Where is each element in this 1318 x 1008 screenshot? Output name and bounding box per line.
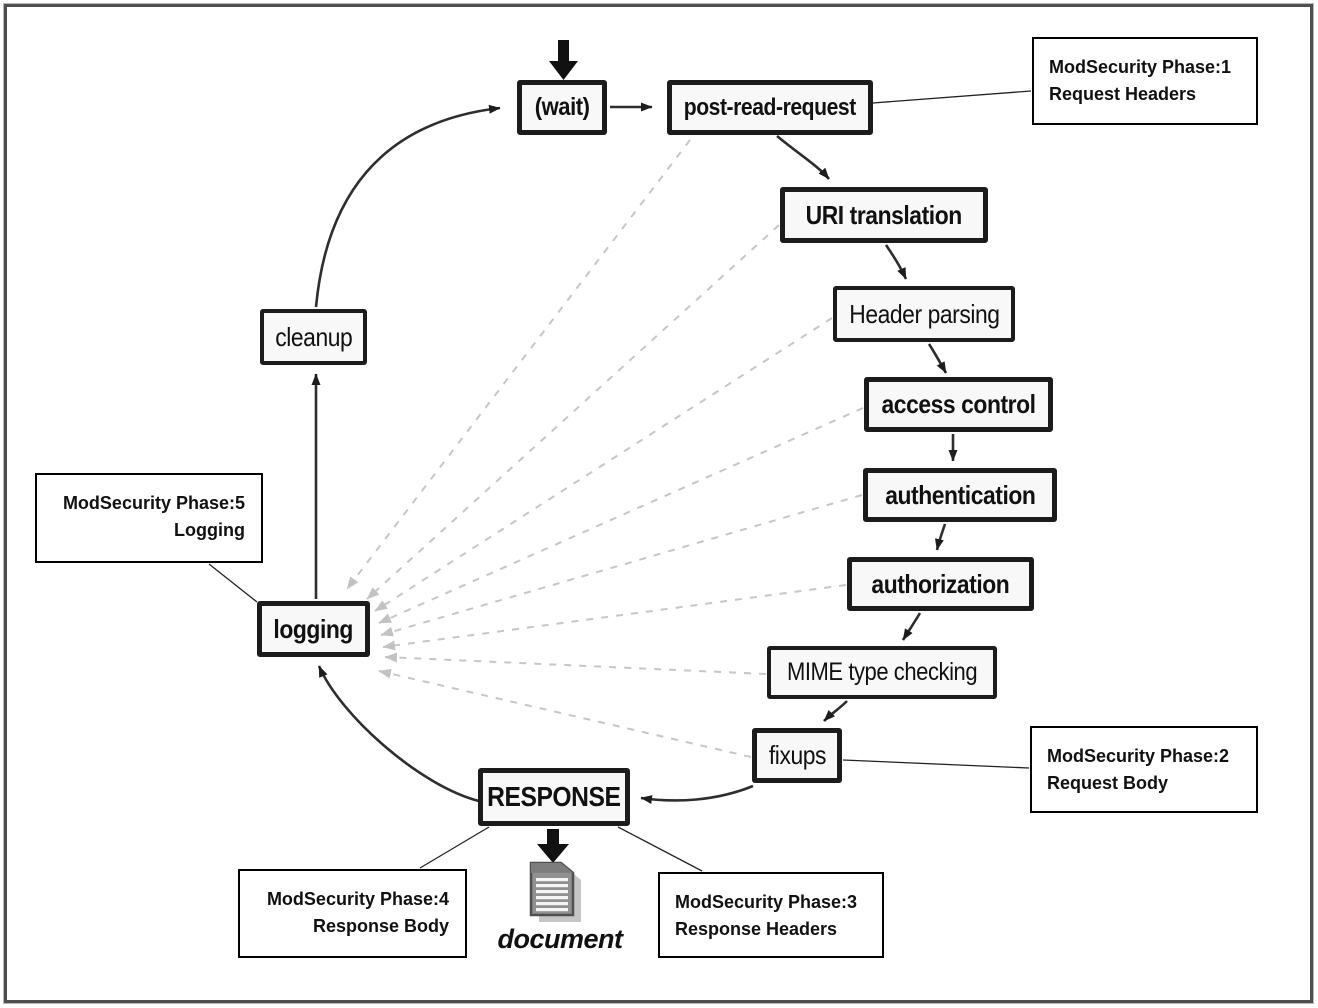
annotation-phase1-line2: Request Headers xyxy=(1049,84,1197,104)
annotation-phase1-line1: ModSecurity Phase:1 xyxy=(1049,57,1232,77)
node-logging: logging xyxy=(257,601,370,657)
flow-arrows xyxy=(311,102,958,805)
annotation-phase4-line1: ModSecurity Phase:4 xyxy=(266,889,449,909)
node-header-parsing-label: Header parsing xyxy=(848,298,1000,329)
node-access-control: access control xyxy=(864,377,1053,432)
annotation-phase5: ModSecurity Phase:5 Logging xyxy=(35,473,263,563)
node-access-control-label: access control xyxy=(881,389,1036,419)
annotation-phase1: ModSecurity Phase:1 Request Headers xyxy=(1032,37,1258,125)
node-uri-translation-label: URI translation xyxy=(805,199,963,230)
node-authentication-label: authentication xyxy=(884,479,1036,510)
node-mime-type-checking: MIME type checking xyxy=(767,646,997,699)
node-response-label: RESPONSE xyxy=(487,781,621,812)
annotation-phase3-line1: ModSecurity Phase:3 xyxy=(675,892,858,912)
dashed-logging-lines xyxy=(346,139,864,758)
annotation-phase2-line2: Request Body xyxy=(1047,773,1169,793)
node-post-read-request: post-read-request xyxy=(667,80,873,135)
annotation-phase4-line2: Response Body xyxy=(312,916,449,936)
node-fixups-label: fixups xyxy=(768,740,826,770)
entry-arrow xyxy=(549,40,578,80)
node-mime-type-checking-label: MIME type checking xyxy=(786,658,978,686)
node-cleanup-label: cleanup xyxy=(274,321,353,352)
response-to-document-arrow xyxy=(537,829,569,863)
document-icon xyxy=(529,861,581,922)
node-fixups: fixups xyxy=(752,728,842,783)
node-wait: (wait) xyxy=(517,80,607,135)
node-post-read-request-label: post-read-request xyxy=(683,93,857,121)
node-wait-label: (wait) xyxy=(534,93,590,121)
annotation-phase2: ModSecurity Phase:2 Request Body xyxy=(1030,726,1258,813)
node-logging-label: logging xyxy=(273,613,354,644)
node-authorization-label: authorization xyxy=(871,568,1010,599)
annotation-phase5-line2: Logging xyxy=(174,520,245,540)
node-authorization: authorization xyxy=(847,557,1034,611)
node-cleanup: cleanup xyxy=(260,309,367,365)
annotation-phase2-line1: ModSecurity Phase:2 xyxy=(1047,746,1230,766)
annotation-phase5-line1: ModSecurity Phase:5 xyxy=(62,493,245,513)
node-uri-translation: URI translation xyxy=(780,187,988,243)
node-authentication: authentication xyxy=(863,468,1057,522)
node-response: RESPONSE xyxy=(478,768,630,826)
annotation-connectors xyxy=(208,90,1032,872)
node-header-parsing: Header parsing xyxy=(833,286,1015,342)
annotation-phase3-line2: Response Headers xyxy=(675,919,838,939)
document-label: document xyxy=(497,924,623,954)
annotation-phase4: ModSecurity Phase:4 Response Body xyxy=(238,869,467,958)
annotation-phase3: ModSecurity Phase:3 Response Headers xyxy=(658,872,884,958)
